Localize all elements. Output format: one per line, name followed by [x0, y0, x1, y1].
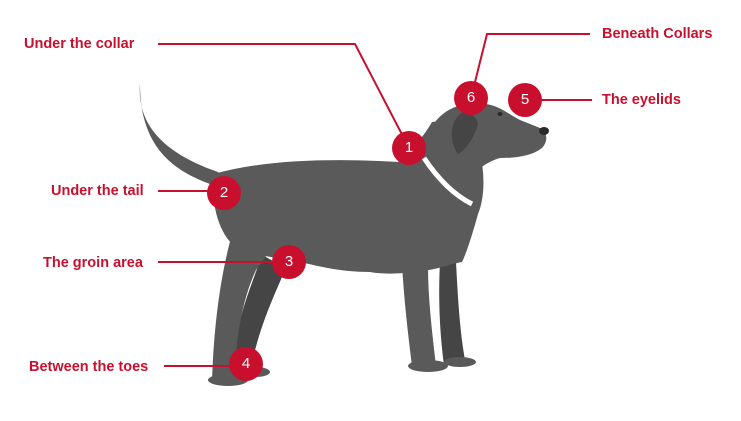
label-the-eyelids: The eyelids [602, 92, 681, 108]
dog-near-hind-leg [212, 234, 276, 382]
label-the-groin-area: The groin area [43, 255, 143, 271]
leader-line-1 [158, 43, 410, 149]
marker-3: 3 [272, 245, 306, 279]
label-beneath-collars: Beneath Collars [602, 26, 713, 42]
label-between-the-toes: Between the toes [29, 359, 149, 375]
dog-nose [539, 127, 549, 135]
dog-ear [451, 112, 478, 154]
marker-1: 1 [392, 131, 426, 165]
marker-2: 2 [207, 176, 241, 210]
marker-4: 4 [229, 347, 263, 381]
label-under-the-tail: Under the tail [51, 183, 144, 199]
dog-far-legs [232, 255, 466, 373]
dog-collar [421, 156, 474, 207]
marker-6: 6 [454, 81, 488, 115]
dog-near-front-leg [402, 264, 436, 366]
leader-line-6 [470, 33, 590, 99]
label-under-the-collar: Under the collar [24, 36, 135, 52]
dog-eye [497, 112, 503, 116]
marker-5: 5 [508, 83, 542, 117]
